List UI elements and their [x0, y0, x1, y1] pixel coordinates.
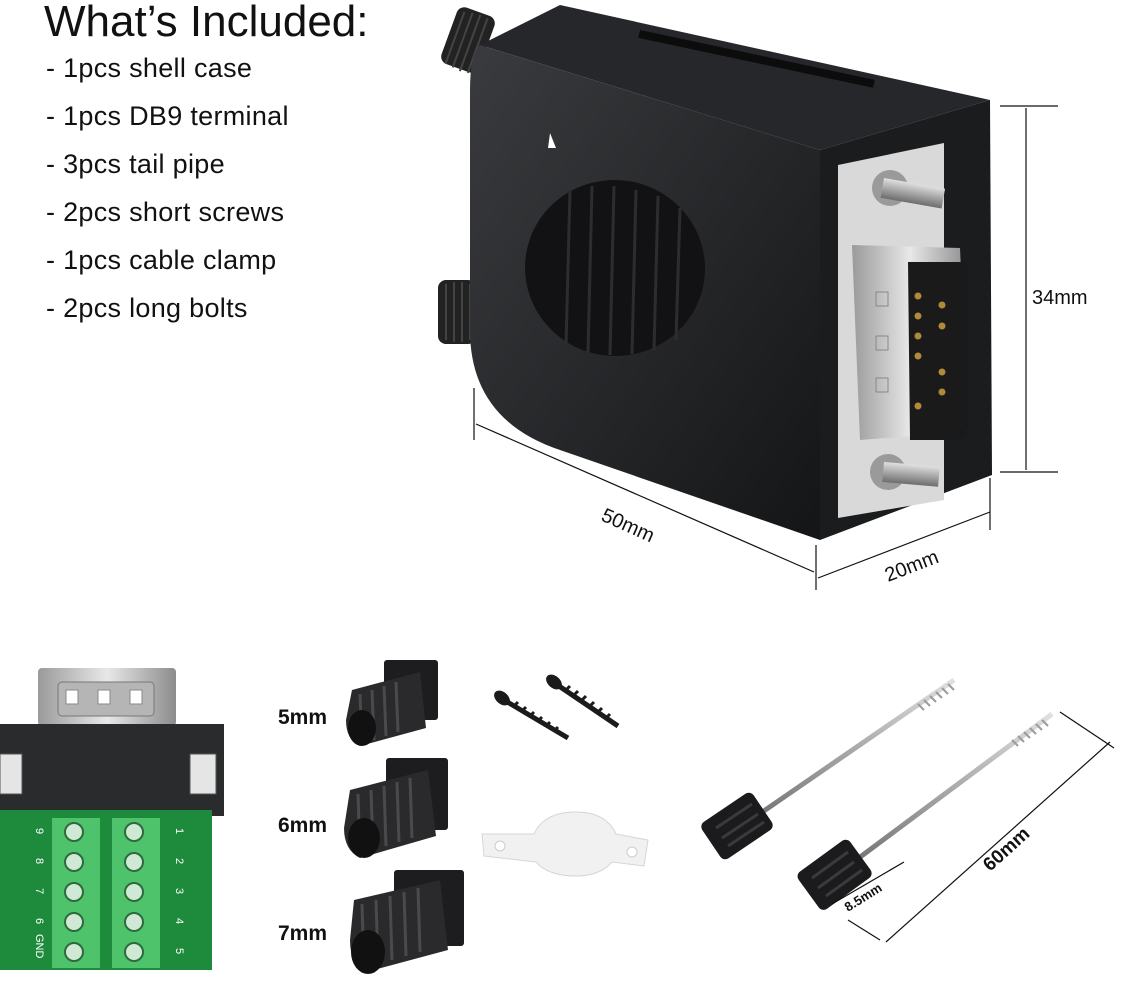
shell-case	[438, 5, 992, 540]
pin-label: 3	[173, 888, 185, 894]
grip-oval	[525, 179, 705, 357]
pin-label: 2	[173, 858, 185, 864]
dimension-lines	[473, 105, 1058, 590]
bolt-length-dimension-label: 60mm	[979, 823, 1034, 875]
pin-label: 4	[173, 918, 185, 924]
pin-label: 9	[33, 828, 45, 834]
pin-label: 5	[173, 948, 185, 954]
depth-dimension-label: 20mm	[882, 546, 942, 586]
list-item: - 2pcs short screws	[46, 197, 285, 227]
pin-label: 6	[33, 918, 45, 924]
pin-label: GND	[33, 934, 45, 959]
pin-label: 7	[33, 888, 45, 894]
short-screw	[494, 690, 570, 741]
list-item: - 2pcs long bolts	[46, 293, 248, 323]
long-bolt	[797, 711, 1054, 910]
thumb-screw-bottom	[438, 280, 476, 344]
included-items-list: - 1pcs shell case - 1pcs DB9 terminal - …	[46, 44, 289, 332]
long-bolt	[701, 677, 956, 860]
list-item: - 1pcs DB9 terminal	[46, 101, 289, 131]
page-title: What’s Included:	[44, 0, 369, 46]
list-item: - 1pcs shell case	[46, 53, 253, 83]
length-dimension-label: 50mm	[598, 504, 658, 547]
cable-clamp	[481, 811, 649, 877]
list-item: - 3pcs tail pipe	[46, 149, 225, 179]
pin-label: 1	[173, 828, 185, 834]
tail-pipe-5mm	[346, 660, 438, 746]
list-item: - 1pcs cable clamp	[46, 245, 277, 275]
db9-connector	[838, 143, 968, 518]
db9-terminal-board: 9 8 7 6 GND 1 2 3 4 5	[0, 668, 224, 970]
short-screw	[546, 674, 620, 729]
height-dimension-label: 34mm	[1032, 287, 1088, 309]
tail-pipe-6mm	[344, 758, 448, 858]
bolt-dimension-lines	[831, 711, 1115, 943]
tail-pipe-size-label: 5mm	[278, 706, 327, 729]
tail-pipe-size-label: 7mm	[278, 922, 327, 945]
tail-pipe-size-label: 6mm	[278, 814, 327, 837]
tail-pipe-7mm	[350, 870, 464, 974]
pin-label: 8	[33, 858, 45, 864]
